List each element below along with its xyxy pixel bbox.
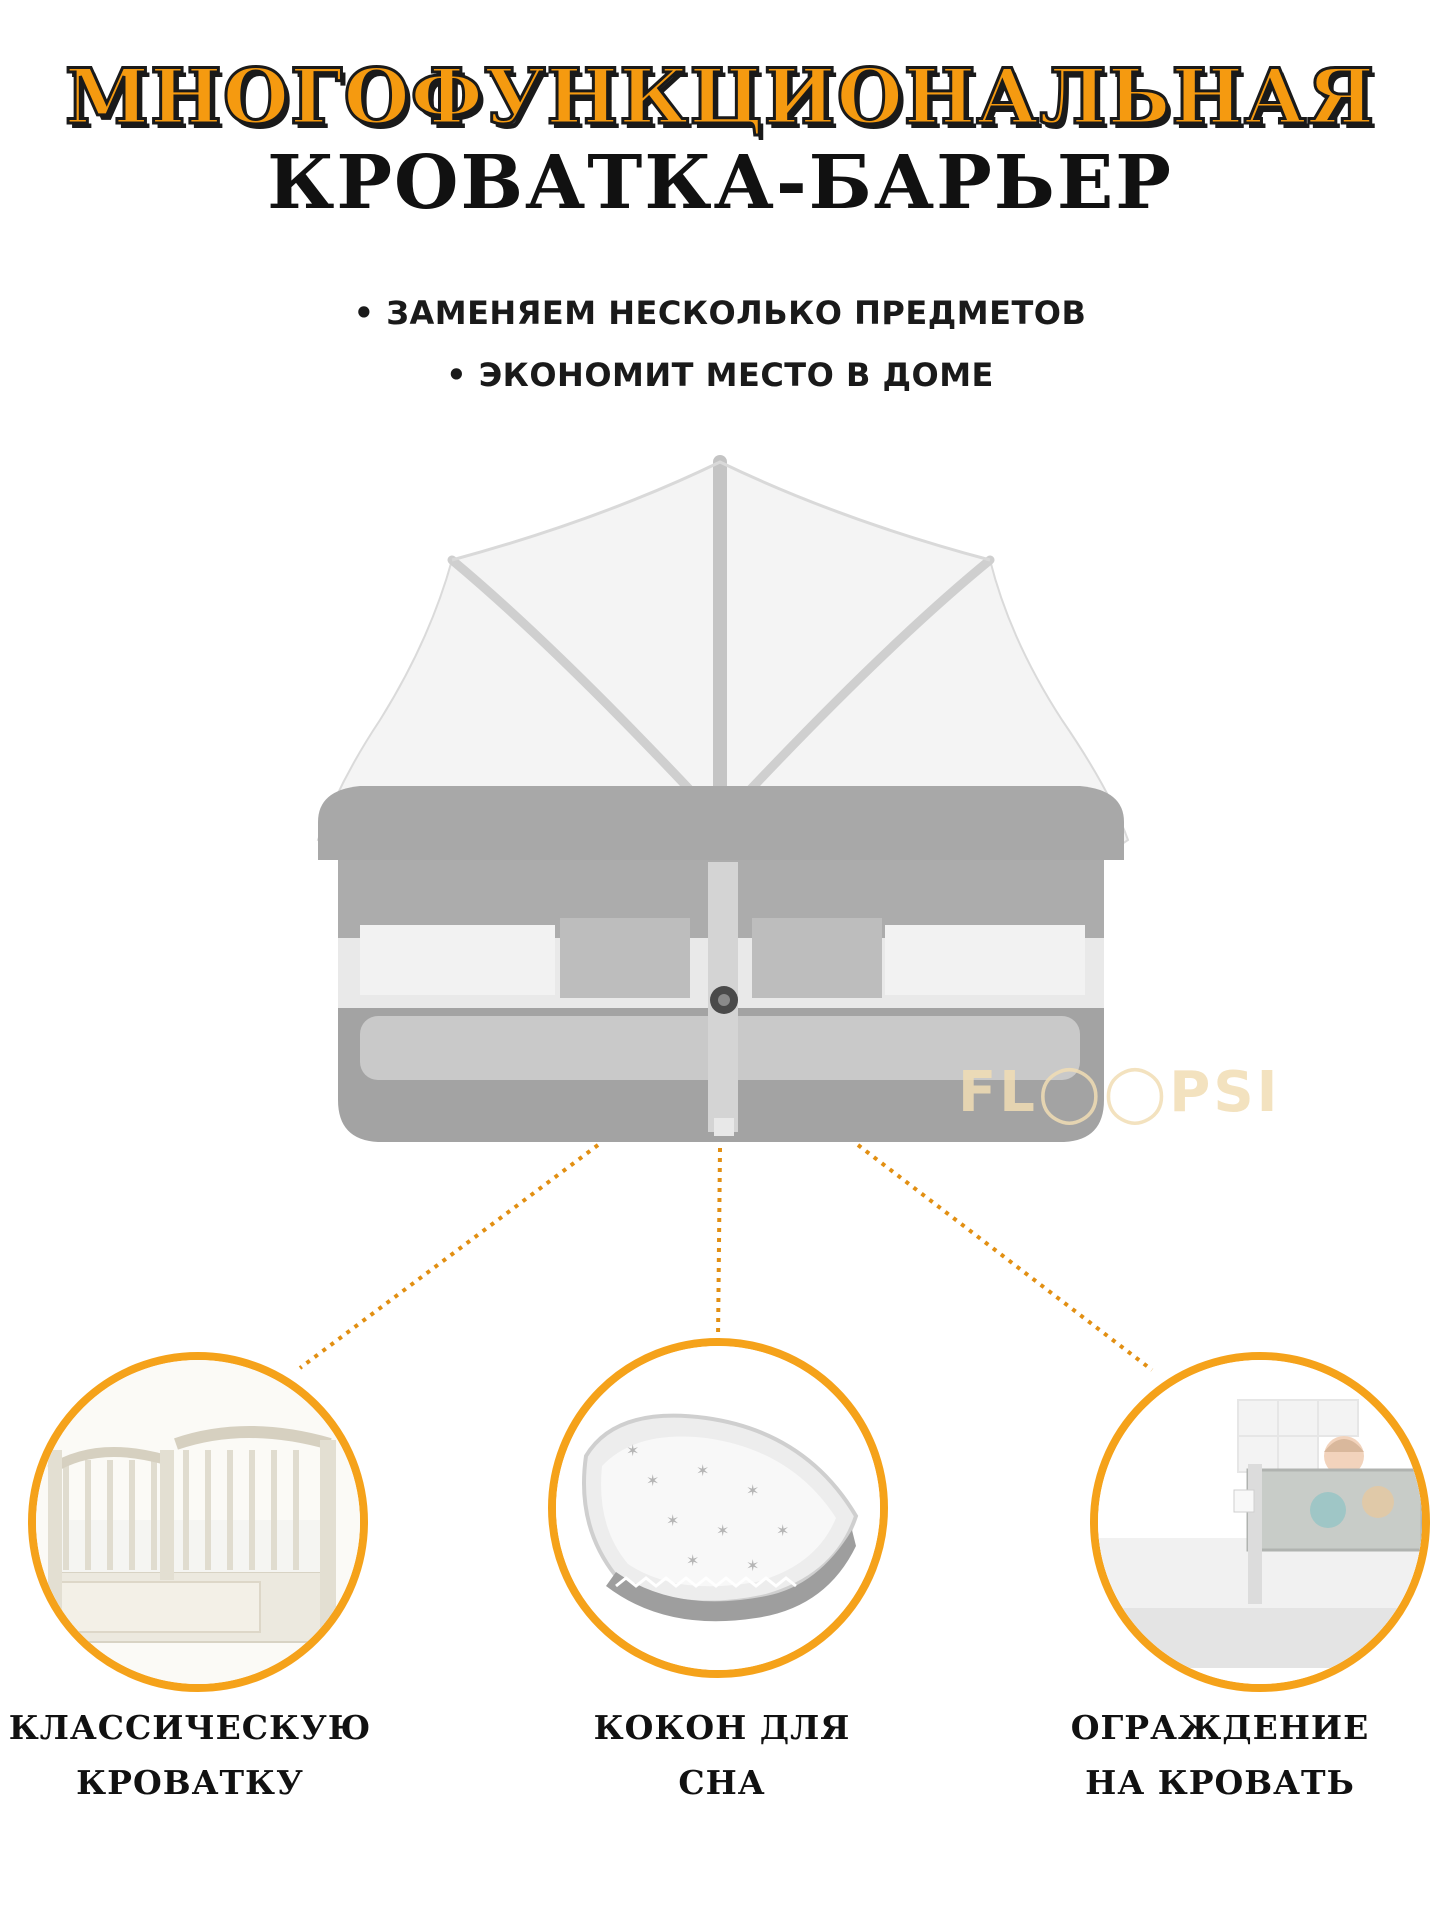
caption-line: КРОВАТКУ	[76, 1763, 304, 1802]
caption-cocoon: КОКОН ДЛЯ СНА	[512, 1700, 932, 1810]
feature-list: • ЗАМЕНЯЕМ НЕСКОЛЬКО ПРЕДМЕТОВ • ЭКОНОМИ…	[0, 282, 1440, 406]
feature-item: • ЭКОНОМИТ МЕСТО В ДОМЕ	[446, 356, 994, 394]
svg-text:✶: ✶	[686, 1551, 699, 1570]
caption-crib: КЛАССИЧЕСКУЮ КРОВАТКУ	[0, 1700, 400, 1810]
svg-text:✶: ✶	[646, 1471, 659, 1490]
brand-watermark: FL◯◯PSI	[958, 1060, 1281, 1125]
caption-line: КОКОН ДЛЯ	[593, 1708, 851, 1747]
svg-text:✶: ✶	[776, 1521, 789, 1540]
caption-line: НА КРОВАТЬ	[1085, 1763, 1355, 1802]
svg-text:✶: ✶	[666, 1511, 679, 1530]
headline-top: МНОГОФУНКЦИОНАЛЬНАЯ	[63, 51, 1376, 143]
connector-right	[856, 1143, 1154, 1372]
connector-left	[298, 1143, 600, 1370]
connector-center	[716, 1147, 722, 1341]
caption-line: СНА	[678, 1763, 766, 1802]
svg-text:✶: ✶	[696, 1461, 709, 1480]
feature-item: • ЗАМЕНЯЕМ НЕСКОЛЬКО ПРЕДМЕТОВ	[353, 294, 1087, 332]
cocoon-icon: ✶ ✶ ✶ ✶ ✶ ✶ ✶ ✶ ✶	[556, 1346, 880, 1670]
svg-text:✶: ✶	[746, 1481, 759, 1500]
caption-line: КЛАССИЧЕСКУЮ	[8, 1708, 372, 1747]
crib-icon	[36, 1360, 360, 1684]
item-circle-cocoon: ✶ ✶ ✶ ✶ ✶ ✶ ✶ ✶ ✶	[548, 1338, 888, 1678]
mosquito-net	[316, 455, 1130, 861]
svg-text:✶: ✶	[716, 1521, 729, 1540]
crib-body	[318, 786, 1124, 1142]
svg-text:✶: ✶	[626, 1441, 639, 1460]
item-circle-crib	[28, 1352, 368, 1692]
headline-bottom: КРОВАТКА-БАРЬЕР	[267, 140, 1173, 226]
caption-bedrail: ОГРАЖДЕНИЕ НА КРОВАТЬ	[1010, 1700, 1430, 1810]
bed-rail-icon	[1098, 1360, 1422, 1684]
svg-text:✶: ✶	[746, 1556, 759, 1575]
item-circle-bedrail	[1090, 1352, 1430, 1692]
caption-line: ОГРАЖДЕНИЕ	[1070, 1708, 1370, 1747]
connector-lines	[298, 1143, 1154, 1372]
